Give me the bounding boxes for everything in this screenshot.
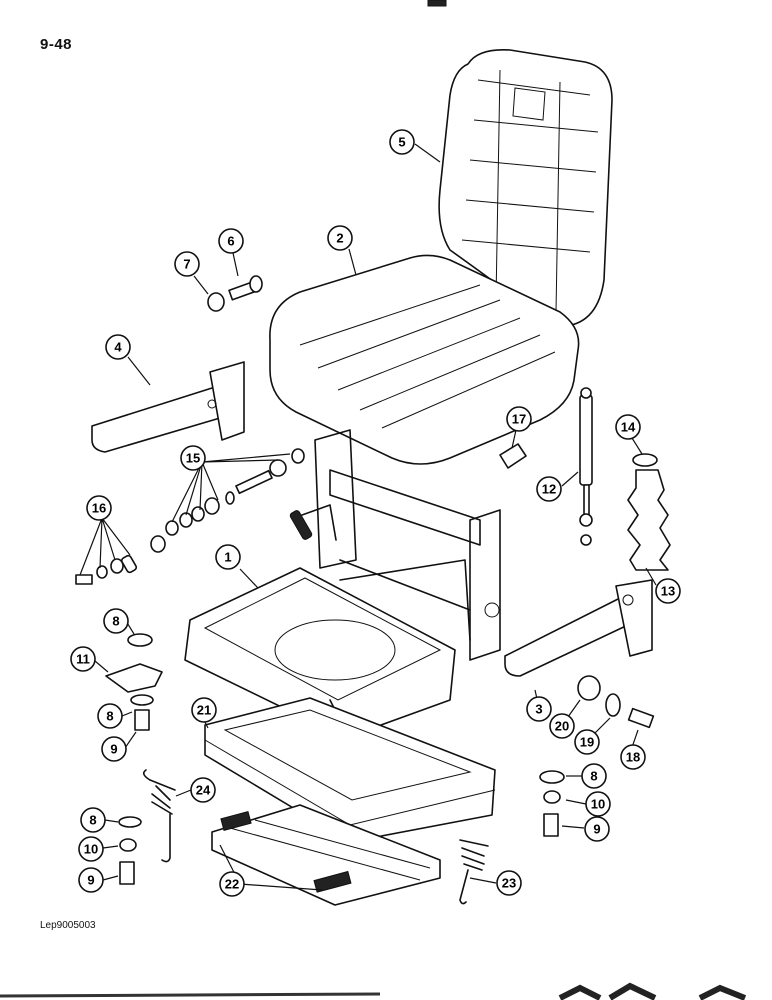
callout-6: 6 bbox=[218, 228, 244, 254]
washer-8-d bbox=[539, 770, 565, 784]
callout-23: 23 bbox=[496, 870, 522, 896]
hose-clamp bbox=[632, 453, 658, 467]
callout-10b: 10 bbox=[585, 791, 611, 817]
svg-text:4: 4 bbox=[114, 340, 122, 355]
callout-16: 16 bbox=[86, 495, 112, 521]
callout-22: 22 bbox=[219, 871, 245, 897]
svg-text:21: 21 bbox=[197, 703, 211, 718]
svg-text:20: 20 bbox=[555, 719, 569, 734]
svg-text:1: 1 bbox=[224, 550, 231, 565]
svg-text:15: 15 bbox=[186, 451, 200, 466]
bolt-18 bbox=[627, 707, 655, 729]
callout-3: 3 bbox=[526, 696, 552, 722]
callout-18: 18 bbox=[620, 744, 646, 770]
callout-1: 1 bbox=[215, 544, 241, 570]
lockwasher-10-b bbox=[543, 790, 561, 804]
washer-7 bbox=[207, 292, 225, 312]
drawing-reference: Lep9005003 bbox=[40, 920, 96, 931]
svg-text:10: 10 bbox=[84, 842, 98, 857]
svg-text:11: 11 bbox=[76, 652, 90, 667]
page-number: 9-48 bbox=[40, 36, 73, 53]
bolt-9-b bbox=[119, 861, 135, 885]
bracket-11 bbox=[105, 663, 163, 693]
callout-5: 5 bbox=[389, 129, 415, 155]
callout-9a: 9 bbox=[101, 736, 127, 762]
scan-edge-left bbox=[0, 992, 381, 998]
scan-edge-right bbox=[558, 982, 747, 1000]
washer-19 bbox=[605, 693, 621, 717]
callout-21: 21 bbox=[191, 697, 217, 723]
washer-8-a bbox=[127, 633, 153, 647]
svg-text:14: 14 bbox=[621, 420, 636, 435]
callout-24: 24 bbox=[190, 777, 216, 803]
hardware-group-15 bbox=[150, 448, 305, 553]
callout-13: 13 bbox=[655, 578, 681, 604]
callout-8a: 8 bbox=[103, 608, 129, 634]
clip bbox=[499, 443, 527, 469]
bolt-9-a bbox=[134, 709, 150, 731]
svg-text:12: 12 bbox=[542, 482, 556, 497]
callout-12: 12 bbox=[536, 476, 562, 502]
svg-text:24: 24 bbox=[196, 783, 211, 798]
washer-8-b bbox=[130, 694, 154, 706]
callout-11: 11 bbox=[70, 646, 96, 672]
bolt-9-c bbox=[543, 813, 559, 837]
callout-14: 14 bbox=[615, 414, 641, 440]
callout-8b: 8 bbox=[97, 703, 123, 729]
svg-text:19: 19 bbox=[580, 735, 594, 750]
svg-text:9: 9 bbox=[87, 873, 94, 888]
svg-text:9: 9 bbox=[110, 742, 117, 757]
callout-17: 17 bbox=[506, 406, 532, 432]
shock-absorber bbox=[579, 387, 593, 546]
nut-20 bbox=[577, 675, 601, 701]
armrest-left bbox=[91, 361, 245, 453]
callout-19: 19 bbox=[574, 729, 600, 755]
svg-text:7: 7 bbox=[183, 257, 190, 272]
svg-text:2: 2 bbox=[336, 231, 343, 246]
svg-text:5: 5 bbox=[398, 135, 405, 150]
svg-text:13: 13 bbox=[661, 584, 675, 599]
rails bbox=[211, 804, 441, 906]
callout-9c: 9 bbox=[584, 816, 610, 842]
svg-text:8: 8 bbox=[89, 813, 96, 828]
svg-text:23: 23 bbox=[502, 876, 516, 891]
bellows bbox=[627, 469, 671, 571]
svg-text:8: 8 bbox=[112, 614, 119, 629]
callout-4: 4 bbox=[105, 334, 131, 360]
spring-24 bbox=[142, 769, 176, 863]
seat-cushion bbox=[269, 254, 580, 465]
callout-9b: 9 bbox=[78, 867, 104, 893]
svg-text:8: 8 bbox=[106, 709, 113, 724]
svg-text:16: 16 bbox=[92, 501, 106, 516]
callout-10a: 10 bbox=[78, 836, 104, 862]
callout-8c: 8 bbox=[80, 807, 106, 833]
header-fragment bbox=[427, 0, 447, 7]
callout-8d: 8 bbox=[581, 763, 607, 789]
callout-20: 20 bbox=[549, 713, 575, 739]
lockwasher-10-a bbox=[119, 838, 137, 852]
armrest-right bbox=[504, 579, 653, 677]
base-assembly bbox=[184, 559, 471, 761]
svg-text:6: 6 bbox=[227, 234, 234, 249]
svg-text:3: 3 bbox=[535, 702, 542, 717]
svg-text:8: 8 bbox=[590, 769, 597, 784]
svg-text:22: 22 bbox=[225, 877, 239, 892]
svg-text:10: 10 bbox=[591, 797, 605, 812]
washer-8-c bbox=[118, 816, 142, 828]
suspension-frame bbox=[289, 429, 501, 661]
bolt-6 bbox=[228, 275, 263, 301]
callout-2: 2 bbox=[327, 225, 353, 251]
hardware-group-16 bbox=[75, 554, 138, 585]
callout-7: 7 bbox=[174, 251, 200, 277]
svg-text:17: 17 bbox=[512, 412, 526, 427]
svg-text:9: 9 bbox=[593, 822, 600, 837]
callout-15: 15 bbox=[180, 445, 206, 471]
spring-23 bbox=[459, 839, 489, 905]
svg-text:18: 18 bbox=[626, 750, 640, 765]
